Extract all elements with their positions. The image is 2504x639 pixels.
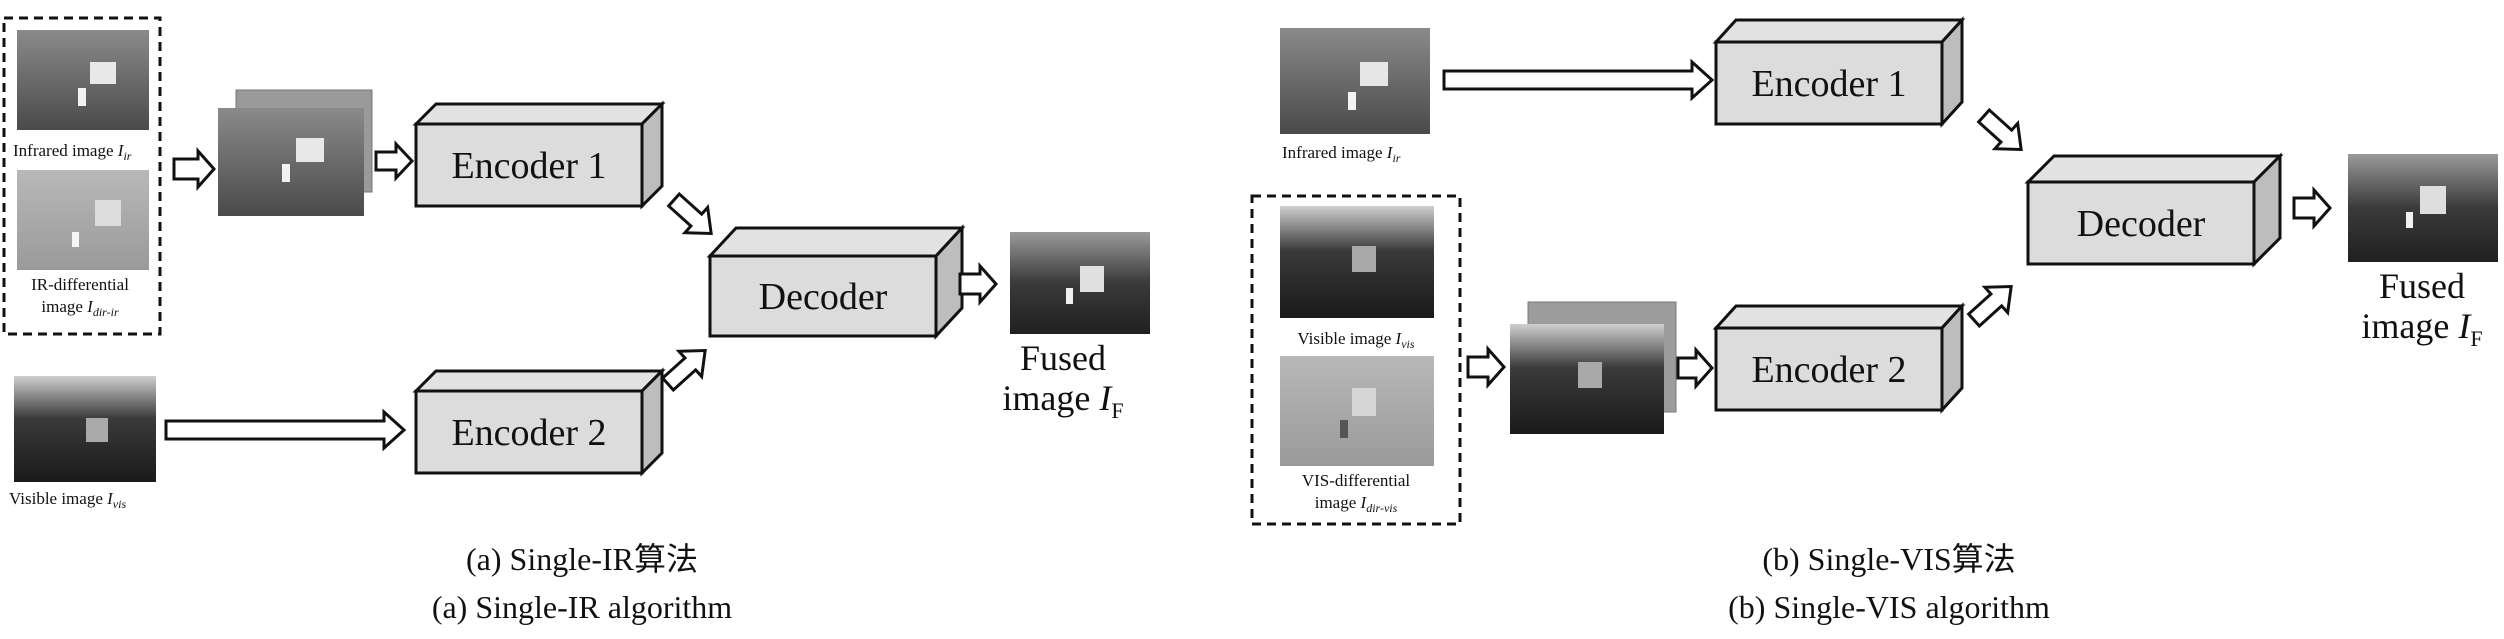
arrow-b-decoder-to-fused <box>2292 186 2333 230</box>
infrared-label-b: Infrared image Iir <box>1282 143 1401 165</box>
decoder-label-a: Decoder <box>759 276 888 318</box>
ir-differential-label-line1-a: IR-differential <box>31 275 129 294</box>
infrared-label-a: Infrared image Iir <box>13 141 132 163</box>
arrow-b-infrared-to-encoder1 <box>1442 58 1715 102</box>
infrared-image-a <box>17 30 149 130</box>
visible-image-a <box>14 376 156 482</box>
fused-label-line1-b: Fused <box>2379 266 2465 306</box>
caption-cn-a: (a) Single-IR算法 <box>466 541 698 577</box>
arrow-b-stack-to-encoder2 <box>1676 346 1715 390</box>
panel-a: Infrared image Iir IR-differential image… <box>2 16 1150 625</box>
encoder2-box-b <box>1712 302 1966 414</box>
arrow-b-group-to-stack <box>1466 345 1507 389</box>
encoder2-box-a <box>412 367 666 477</box>
fused-image-a <box>1010 232 1150 334</box>
arrow-a-stack-to-encoder1 <box>374 140 415 182</box>
vis-differential-label-line2-b: image Idir-vis <box>1315 493 1398 515</box>
input-group-b <box>1250 194 1462 526</box>
decoder-box-a <box>706 224 966 340</box>
vis-differential-image-b <box>1280 356 1434 466</box>
arrow-a-decoder-to-fused <box>958 262 999 306</box>
visible-label-b: Visible image Ivis <box>1297 329 1414 351</box>
encoder1-label-a: Encoder 1 <box>451 145 606 187</box>
encoder1-label-b: Encoder 1 <box>1751 63 1906 105</box>
fused-label-line2-a: image IF <box>1002 378 1123 423</box>
decoder-box-b <box>2024 152 2284 268</box>
arrow-b-encoder1-to-decoder <box>1976 107 2023 152</box>
encoder1-box-b <box>1712 16 1966 128</box>
encoder2-label-b: Encoder 2 <box>1751 349 1906 391</box>
stacked-image-b <box>1510 301 1677 434</box>
encoder1-box-a <box>412 100 666 210</box>
stacked-image-a <box>218 89 373 216</box>
arrow-a-group-to-stack <box>172 147 217 191</box>
input-group-a <box>2 16 162 336</box>
caption-cn-b: (b) Single-VIS算法 <box>1762 541 2015 577</box>
arrow-a-visible-to-encoder2 <box>164 408 407 452</box>
caption-en-b: (b) Single-VIS algorithm <box>1728 589 2050 625</box>
fused-label-line2-b: image IF <box>2361 306 2482 351</box>
ir-differential-label-line2-a: image Idir-ir <box>41 297 119 319</box>
ir-differential-image-a <box>17 170 149 270</box>
decoder-label-b: Decoder <box>2077 203 2206 245</box>
visible-image-b <box>1280 206 1434 318</box>
panel-b: Infrared image Iir Encoder 1 Visible ima… <box>1250 16 2498 625</box>
infrared-image-b <box>1280 28 1430 134</box>
fused-image-b <box>2348 154 2498 262</box>
encoder2-label-a: Encoder 2 <box>451 412 606 454</box>
visible-label-a: Visible image Ivis <box>9 489 126 511</box>
arrow-a-encoder1-to-decoder <box>666 191 713 236</box>
arrow-a-encoder2-to-decoder <box>660 348 707 393</box>
arrow-b-encoder2-to-decoder <box>1966 284 2013 329</box>
vis-differential-label-line1-b: VIS-differential <box>1302 471 1411 490</box>
caption-en-a: (a) Single-IR algorithm <box>432 589 732 625</box>
fused-label-line1-a: Fused <box>1020 338 1106 378</box>
